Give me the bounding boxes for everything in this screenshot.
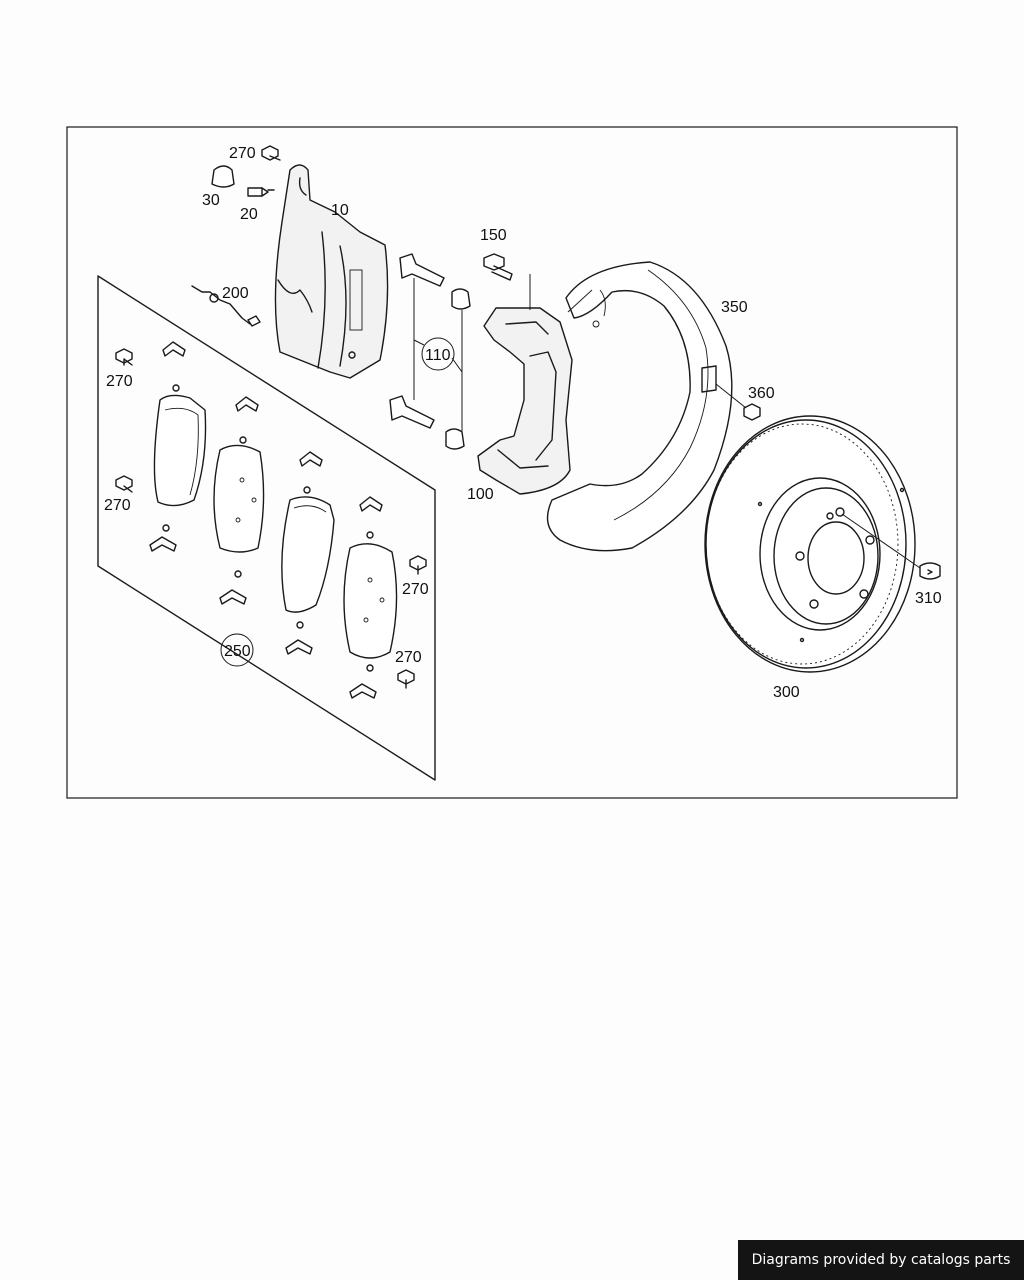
label-270-b: 270 (104, 497, 131, 514)
label-150: 150 (480, 227, 507, 244)
pad-spacer (366, 531, 374, 539)
label-300: 300 (773, 684, 800, 701)
leader-310 (841, 513, 921, 569)
bolt-icon (397, 669, 415, 689)
label-200: 200 (222, 285, 249, 302)
brake-disc (704, 415, 916, 673)
pad-clip (219, 589, 247, 605)
label-30: 30 (202, 192, 220, 209)
brake-pad (213, 444, 265, 553)
pad-spacer (162, 524, 170, 532)
disc-screw-icon (919, 562, 941, 580)
callout-110-ring (421, 337, 455, 371)
label-270-a: 270 (106, 373, 133, 390)
dust-shield (546, 261, 733, 552)
pad-clip (359, 496, 383, 512)
label-270-top: 270 (229, 145, 256, 162)
wear-sensor-icon (191, 285, 261, 327)
pad-kit-group: 270 270 270 270 250 (97, 275, 436, 781)
bolt-icon (743, 403, 761, 421)
label-250: 250 (224, 643, 251, 660)
pad-clip (299, 451, 323, 467)
pad-spacer (234, 570, 242, 578)
pad-clip (149, 536, 177, 552)
pad-spacer (172, 384, 180, 392)
leader-360 (715, 383, 747, 409)
bleed-valve-icon (247, 187, 275, 197)
label-100: 100 (467, 486, 494, 503)
label-360: 360 (748, 385, 775, 402)
label-270-d: 270 (395, 649, 422, 666)
guide-pin-lower (389, 395, 465, 450)
label-270-c: 270 (402, 581, 429, 598)
pad-clip (162, 341, 186, 357)
bolt-icon (483, 253, 513, 281)
brake-pad (281, 496, 335, 613)
pad-spacer (303, 486, 311, 494)
brake-pad (343, 543, 398, 659)
label-110: 110 (425, 347, 451, 364)
label-20: 20 (240, 206, 258, 223)
pad-spacer (239, 436, 247, 444)
diagram-frame (66, 126, 958, 799)
pad-clip (349, 683, 377, 699)
leader-110 (413, 278, 463, 434)
credit-banner: Diagrams provided by catalogs parts (738, 1240, 1024, 1280)
pad-kit-panel (97, 275, 436, 781)
callout-250-ring (220, 633, 254, 667)
bolt-icon (261, 145, 281, 161)
pad-clip (285, 639, 313, 655)
caliper-carrier (477, 307, 573, 495)
pad-clip (235, 396, 259, 412)
label-350: 350 (721, 299, 748, 316)
label-310: 310 (915, 590, 942, 607)
pad-spacer (366, 664, 374, 672)
bolt-icon (409, 555, 427, 575)
pad-spacer (296, 621, 304, 629)
caliper-housing (274, 164, 389, 379)
label-10: 10 (331, 202, 349, 219)
brake-pad (153, 394, 207, 507)
guide-pin-upper (399, 253, 471, 310)
bolt-icon (115, 348, 133, 366)
bolt-icon (115, 475, 133, 493)
bleed-cap-icon (211, 165, 235, 188)
